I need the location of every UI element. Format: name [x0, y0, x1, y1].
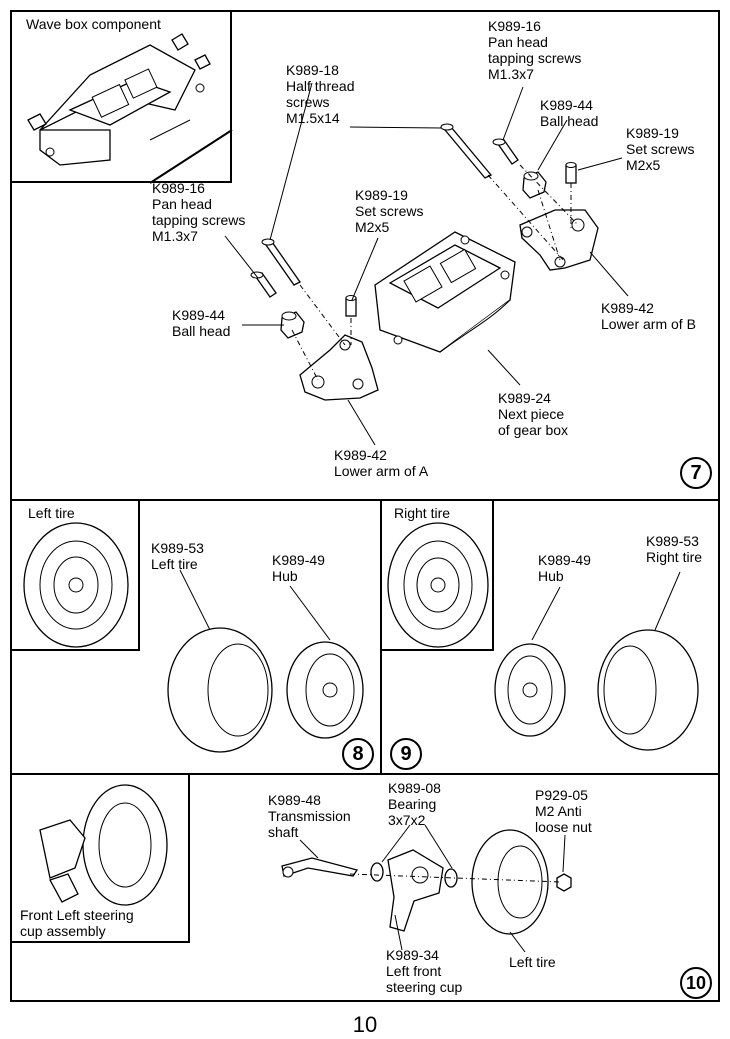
label-ball-head-left: K989-44 Ball head: [172, 307, 231, 339]
label-right-tire: K989-53 Right tire: [646, 533, 703, 565]
set-screw-drawings: [345, 162, 577, 317]
label-steering-cup: K989-34 Left front steering cup: [386, 947, 463, 995]
label-pan-head-screws-top: K989-16 Pan head tapping screws M1.3x7: [488, 18, 582, 82]
label-ball-head-top: K989-44 Ball head: [540, 97, 599, 129]
label-lower-arm-a: K989-42 Lower arm of A: [334, 447, 429, 479]
label-left-tire-step10: Left tire: [509, 954, 556, 970]
lower-arm-b-drawing: [519, 209, 599, 271]
steering-assembly-drawings: [39, 784, 572, 935]
screw-drawings: [250, 123, 519, 298]
label-gear-box: K989-24 Next piece of gear box: [498, 390, 569, 438]
label-half-thread-screws: K989-18 Half thread screws M1.5x14: [286, 62, 355, 126]
label-anti-loose-nut: P929-05 M2 Anti loose nut: [535, 787, 592, 835]
wave-box-inset-title: Wave box component: [26, 16, 161, 32]
label-set-screws-mid: K989-19 Set screws M2x5: [355, 187, 424, 235]
page-number: 10: [352, 1012, 378, 1037]
tire-drawings: [23, 522, 699, 753]
label-set-screws-top: K989-19 Set screws M2x5: [626, 125, 695, 173]
label-left-tire: K989-53 Left tire: [151, 540, 204, 572]
step-number-9: 9: [390, 738, 422, 770]
steering-cup-inset-caption: Front Left steering cup assembly: [20, 907, 134, 939]
step-number-7: 7: [680, 457, 712, 489]
left-tire-inset-title: Left tire: [28, 505, 75, 521]
right-tire-inset-title: Right tire: [394, 505, 451, 521]
label-lower-arm-b: K989-42 Lower arm of B: [601, 300, 696, 332]
wave-box-drawing: [27, 33, 211, 166]
step-number-8: 8: [342, 738, 374, 770]
label-hub-right: K989-49 Hub: [538, 552, 591, 584]
label-bearing: K989-08 Bearing 3x7x2: [388, 780, 441, 828]
step-number-10: 10: [680, 967, 712, 999]
label-hub-left: K989-49 Hub: [272, 552, 325, 584]
gear-box-drawing: [374, 231, 516, 353]
label-transmission-shaft: K989-48 Transmission shaft: [268, 792, 351, 840]
label-pan-head-screws-left: K989-16 Pan head tapping screws M1.3x7: [152, 180, 246, 244]
lower-arm-a-drawing: [299, 334, 379, 401]
